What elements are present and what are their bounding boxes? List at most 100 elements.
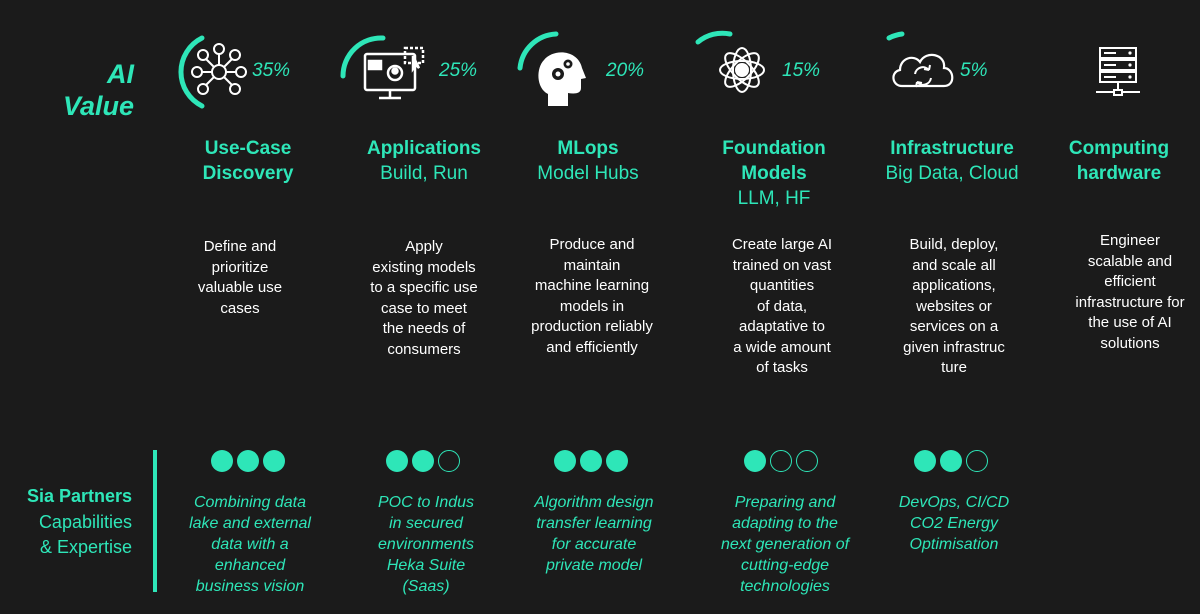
column-title: Foundation Models LLM, HF <box>696 136 852 211</box>
column-description: Build, deploy, and scale all application… <box>876 235 1032 379</box>
cap-line: cutting-edge <box>740 557 830 574</box>
desc-line: a wide amount <box>733 338 831 356</box>
title-line-2: Discovery <box>202 163 294 184</box>
sia-line-1: Sia Partners <box>26 486 132 506</box>
subtitle: LLM, HF <box>737 188 811 209</box>
rating-dot-filled <box>263 450 285 472</box>
cap-line: in secured <box>389 515 463 532</box>
value-percentage: 25% <box>439 60 478 81</box>
cap-line: for accurate <box>551 536 637 553</box>
desc-line: Apply <box>405 238 443 255</box>
desc-line: infrastructure for <box>1075 293 1185 311</box>
rating-dot-empty <box>966 450 988 472</box>
rating-dot-filled <box>386 450 408 472</box>
cap-line: Combining data <box>193 494 307 511</box>
cap-line: transfer learning <box>536 515 652 532</box>
desc-line: production reliably <box>531 318 653 335</box>
title-line-1: Applications <box>366 138 481 159</box>
rating-dot-filled <box>914 450 936 472</box>
cap-line: Preparing and <box>734 494 836 511</box>
rating-dot-empty <box>796 450 818 472</box>
cap-line: lake and external <box>189 515 311 532</box>
ai-value-label: AI Value <box>50 58 134 122</box>
flower-icon <box>690 28 780 118</box>
network-people-icon <box>172 28 262 118</box>
desc-line: websites or <box>916 297 992 315</box>
monitor-app-icon <box>333 28 425 118</box>
ai-value-line-2: Value <box>62 91 134 121</box>
subtitle: Model Hubs <box>537 163 639 184</box>
rating-dot-filled <box>412 450 434 472</box>
desc-line: Produce and <box>549 236 635 253</box>
capability-text: Algorithm design transfer learning for a… <box>514 492 674 576</box>
capability-rating <box>386 450 460 472</box>
rating-dot-filled <box>237 450 259 472</box>
column-description: Create large AI trained on vast quantiti… <box>702 235 862 379</box>
column-description: Define and prioritize valuable use cases <box>170 237 310 319</box>
sia-line-2: Capabilities <box>38 511 132 532</box>
cap-line: technologies <box>740 578 830 595</box>
desc-line: Create large AI <box>731 236 833 253</box>
sia-partners-label: Sia Partners Capabilities & Expertise <box>4 484 132 561</box>
capability-rating <box>554 450 628 472</box>
desc-line: ture <box>941 359 967 376</box>
title-line-2: Models <box>741 163 807 184</box>
rating-dot-filled <box>554 450 576 472</box>
subtitle: Big Data, Cloud <box>885 163 1019 184</box>
value-percentage: 35% <box>252 60 291 81</box>
desc-line: machine learning <box>534 277 650 294</box>
column-description: Apply existing models to a specific use … <box>346 237 502 360</box>
capability-rating <box>744 450 818 472</box>
desc-line: services on a <box>909 318 999 335</box>
capability-text: Preparing and adapting to the next gener… <box>702 492 868 597</box>
desc-line: the use of AI <box>1088 314 1172 331</box>
value-percentage: 5% <box>960 60 988 81</box>
desc-line: solutions <box>1100 334 1160 352</box>
capability-rating <box>211 450 285 472</box>
desc-line: scalable and <box>1087 252 1173 270</box>
rating-dot-empty <box>770 450 792 472</box>
cloud-sync-icon <box>880 28 970 118</box>
cap-line: data with a <box>211 536 289 553</box>
column-title: Infrastructure Big Data, Cloud <box>870 136 1034 186</box>
cap-line: Heka Suite <box>386 557 466 574</box>
cap-line: POC to Indus <box>377 494 475 511</box>
capability-text: Combining data lake and external data wi… <box>172 492 328 597</box>
desc-line: applications, <box>912 277 996 294</box>
title-line-1: Computing <box>1068 138 1170 159</box>
desc-line: Define and <box>203 238 277 255</box>
desc-line: maintain <box>563 256 621 274</box>
rating-dot-filled <box>606 450 628 472</box>
capability-text: POC to Indus in secured environments Hek… <box>348 492 504 597</box>
value-percentage: 20% <box>606 60 645 81</box>
column-title: Applications Build, Run <box>346 136 502 186</box>
column-title: Use-Case Discovery <box>170 136 326 186</box>
desc-line: prioritize <box>211 258 269 276</box>
desc-line: trained on vast <box>732 256 832 274</box>
title-line-2: hardware <box>1076 163 1162 184</box>
head-gears-icon <box>512 28 602 118</box>
desc-line: and efficiently <box>546 338 638 356</box>
sia-line-3: & Expertise <box>39 537 132 557</box>
column-title: MLops Model Hubs <box>510 136 666 186</box>
title-line-1: MLops <box>557 138 619 159</box>
desc-line: cases <box>220 299 260 317</box>
cap-line: next generation of <box>720 536 850 553</box>
desc-line: Build, deploy, <box>909 236 999 253</box>
rating-dot-filled <box>744 450 766 472</box>
ai-value-line-1: AI <box>107 59 134 89</box>
desc-line: of tasks <box>756 359 808 376</box>
desc-line: existing models <box>372 258 476 276</box>
desc-line: and scale all <box>912 256 996 274</box>
desc-line: consumers <box>387 340 461 358</box>
desc-line: given infrastruc <box>903 338 1005 356</box>
server-icon <box>1090 40 1180 130</box>
rating-dot-empty <box>438 450 460 472</box>
cap-line: adapting to the <box>732 515 838 532</box>
rating-dot-filled <box>580 450 602 472</box>
column-description: Engineer scalable and efficient infrastr… <box>1060 231 1200 354</box>
cap-line: Optimisation <box>909 536 999 553</box>
desc-line: of data, <box>756 297 808 315</box>
desc-line: Engineer <box>1099 232 1161 249</box>
cap-line: environments <box>377 536 475 553</box>
